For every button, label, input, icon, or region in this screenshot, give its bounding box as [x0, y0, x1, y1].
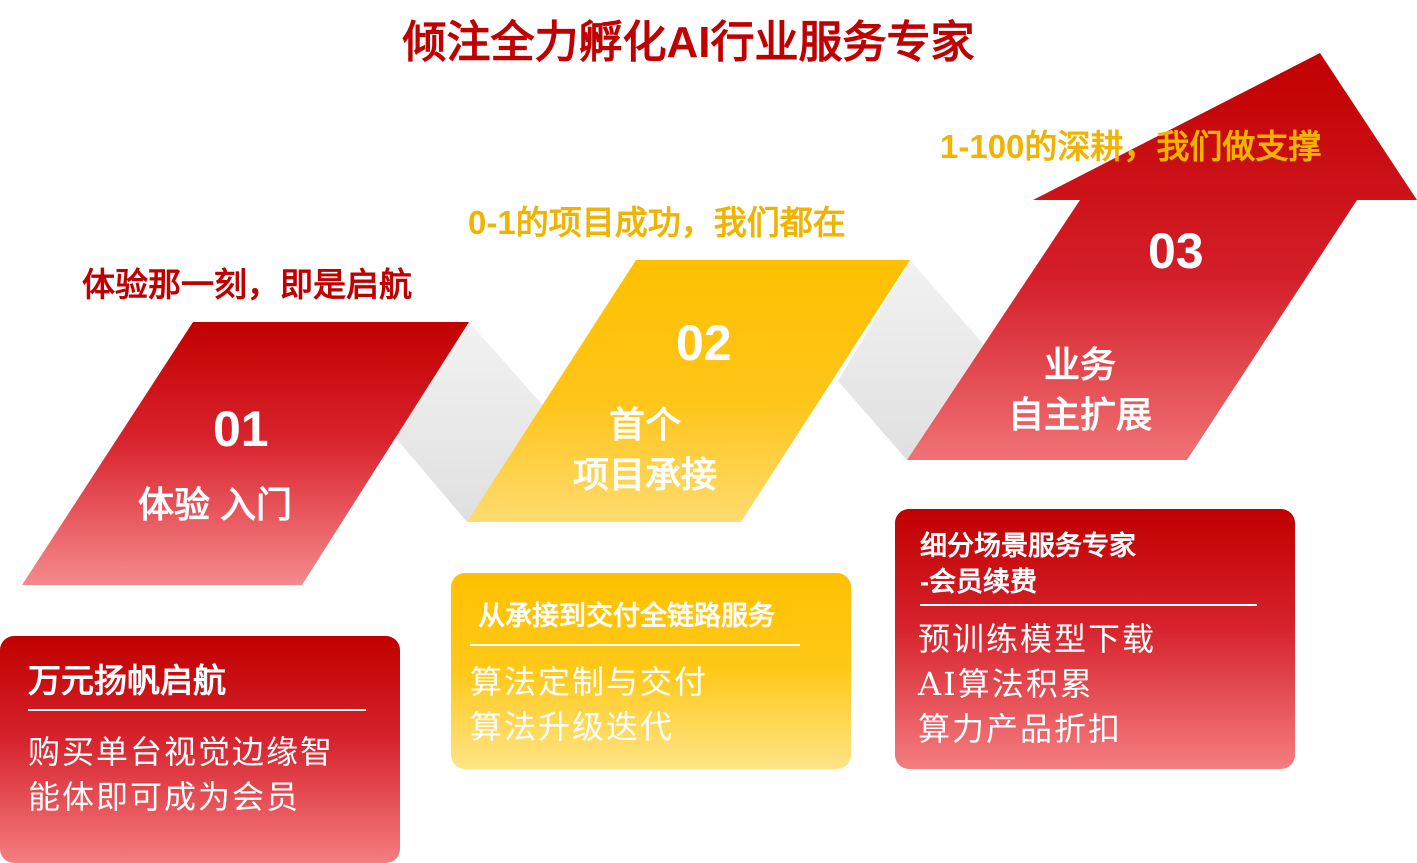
step-3-caption: 1-100的深耕，我们做支撑 [940, 128, 1322, 165]
benefit-box-1 [0, 636, 400, 863]
benefit-box-3-title-line: 细分场景服务专家 [920, 531, 1136, 561]
benefit-box-3-title: 细分场景服务专家 -会员续费 [920, 528, 1136, 600]
step-2-number: 02 [676, 315, 732, 371]
list-item: 算法定制与交付 [470, 663, 709, 701]
step-3-label-line: 自主扩展 [1007, 394, 1152, 435]
page-title: 倾注全力孵化AI行业服务专家 [402, 18, 975, 67]
benefit-box-3-title-line: -会员续费 [920, 567, 1037, 597]
list-item: 算法升级迭代 [470, 708, 675, 746]
step-1-label-line: 体验 入门 [137, 484, 292, 525]
benefit-box-1-title: 万元扬帆启航 [28, 662, 226, 699]
step-1-shape [22, 322, 469, 585]
step-2-label-line: 项目承接 [572, 454, 717, 495]
list-item: 预训练模型下载 [918, 620, 1157, 658]
benefit-box-2-divider [470, 644, 800, 646]
benefit-box-3-divider [920, 604, 1257, 606]
step-2-label-line: 首个 [608, 404, 681, 445]
benefit-box-2-title: 从承接到交付全链路服务 [478, 601, 775, 631]
list-item: 能体即可成为会员 [28, 778, 301, 816]
connector-1-2 [395, 322, 545, 522]
list-item: 算力产品折扣 [918, 710, 1123, 748]
benefit-box-1-items: 购买单台视觉边缘智 能体即可成为会员 [28, 730, 334, 820]
benefit-box-1-divider [28, 709, 366, 711]
step-1-number: 01 [213, 401, 269, 457]
benefit-box-3 [895, 509, 1295, 769]
step-1-caption: 体验那一刻，即是启航 [82, 266, 412, 303]
benefit-box-3-items: 预训练模型下载 AI算法积累 算力产品折扣 [918, 617, 1156, 752]
benefit-box-2 [451, 573, 851, 769]
step-2-label: 首个 项目承接 [545, 400, 745, 500]
step-2-caption: 0-1的项目成功，我们都在 [468, 204, 846, 241]
step-3-label: 业务 自主扩展 [990, 340, 1170, 440]
list-item: AI算法积累 [918, 665, 1094, 703]
step-3-number: 03 [1148, 223, 1204, 279]
step-3-label-line: 业务 [1043, 344, 1116, 385]
connector-2-3 [838, 260, 985, 460]
benefit-box-2-items: 算法定制与交付 算法升级迭代 [470, 660, 708, 750]
step-2-shape [467, 260, 910, 522]
step-3-arrow [907, 53, 1417, 460]
step-1-label: 体验 入门 [120, 480, 310, 530]
list-item: 购买单台视觉边缘智 [28, 733, 335, 771]
